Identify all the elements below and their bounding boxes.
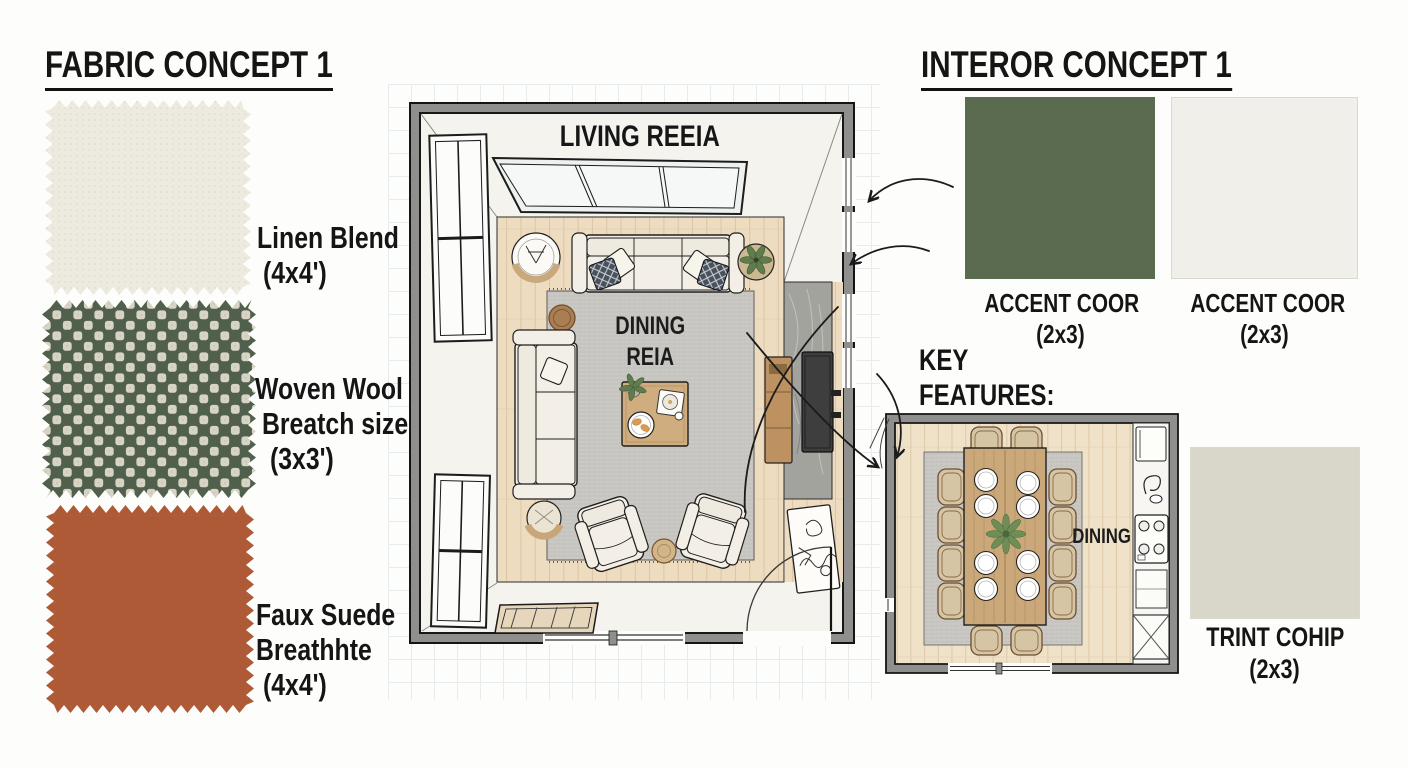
stove bbox=[1134, 514, 1169, 564]
woven-wool-swatch bbox=[42, 300, 256, 498]
skylight-window bbox=[491, 156, 749, 216]
coffee-table-plant bbox=[618, 373, 647, 402]
dining-chairs-inner bbox=[941, 430, 1073, 652]
fabric-concept-title: FABRIC CONCEPT 1 bbox=[45, 46, 405, 91]
trim-swatch-label: TRINT COHIP (2x3) bbox=[1206, 622, 1344, 685]
cabinet-x bbox=[1132, 614, 1170, 660]
faucet-sketch bbox=[1143, 475, 1161, 495]
woven-wool-swatch-label: Woven Wool Breatch size (3x3') bbox=[255, 371, 409, 477]
kitchen-counter bbox=[1132, 422, 1170, 665]
bottom-wall-window bbox=[543, 630, 685, 646]
side-table-lamp bbox=[511, 232, 561, 283]
potted-plant bbox=[737, 243, 775, 281]
faux-suede-swatch-label: Faux Suede Breathhte (4x4') bbox=[256, 597, 396, 703]
arrow-to-plan-top bbox=[869, 178, 954, 201]
accent-swatch-label-1: ACCENT COOR (2x3) bbox=[984, 288, 1140, 349]
coffee-table bbox=[618, 373, 689, 447]
pouf bbox=[524, 500, 564, 540]
wood-stool bbox=[548, 304, 576, 332]
sink bbox=[1149, 494, 1163, 504]
dining-area-label-line1: DINING bbox=[615, 312, 685, 340]
trim-color-swatch bbox=[1190, 447, 1360, 619]
centerpiece-plant bbox=[985, 513, 1027, 555]
side-sofa bbox=[512, 329, 578, 500]
sofa-pillow-dark-right bbox=[696, 258, 730, 292]
faux-suede-swatch bbox=[46, 505, 254, 713]
dining-wall-openings bbox=[885, 598, 1052, 675]
sofa-pillow-dark-left bbox=[588, 257, 622, 291]
dining-plan-label: DINING bbox=[1072, 525, 1131, 548]
dining-area-label-line2: REIA bbox=[626, 343, 674, 371]
linen-swatch bbox=[45, 100, 251, 295]
linen-swatch-label: Linen Blend (4x4') bbox=[257, 220, 399, 291]
doormat bbox=[494, 602, 599, 634]
accent-color-swatch-green bbox=[965, 97, 1155, 279]
key-features-heading: KEY FEATURES: bbox=[919, 344, 1088, 418]
media-console bbox=[764, 356, 793, 464]
main-sofa bbox=[571, 232, 745, 294]
left-window-top bbox=[428, 133, 493, 343]
between-chairs-table bbox=[651, 538, 677, 564]
entry-door bbox=[743, 546, 833, 646]
left-window-bottom bbox=[429, 473, 492, 629]
dining-floor-plan: DINING bbox=[885, 413, 1179, 675]
interior-concept-title: INTEROR CONCEPT 1 bbox=[921, 46, 1310, 91]
living-area-label: LIVING REEIA bbox=[560, 118, 720, 152]
place-settings bbox=[973, 467, 1041, 602]
living-room-floor-plan: LIVING REEIA DINING REIA bbox=[409, 102, 856, 646]
accent-color-swatch-offwhite bbox=[1171, 97, 1358, 279]
accent-swatch-label-2: ACCENT COOR (2x3) bbox=[1190, 288, 1346, 349]
